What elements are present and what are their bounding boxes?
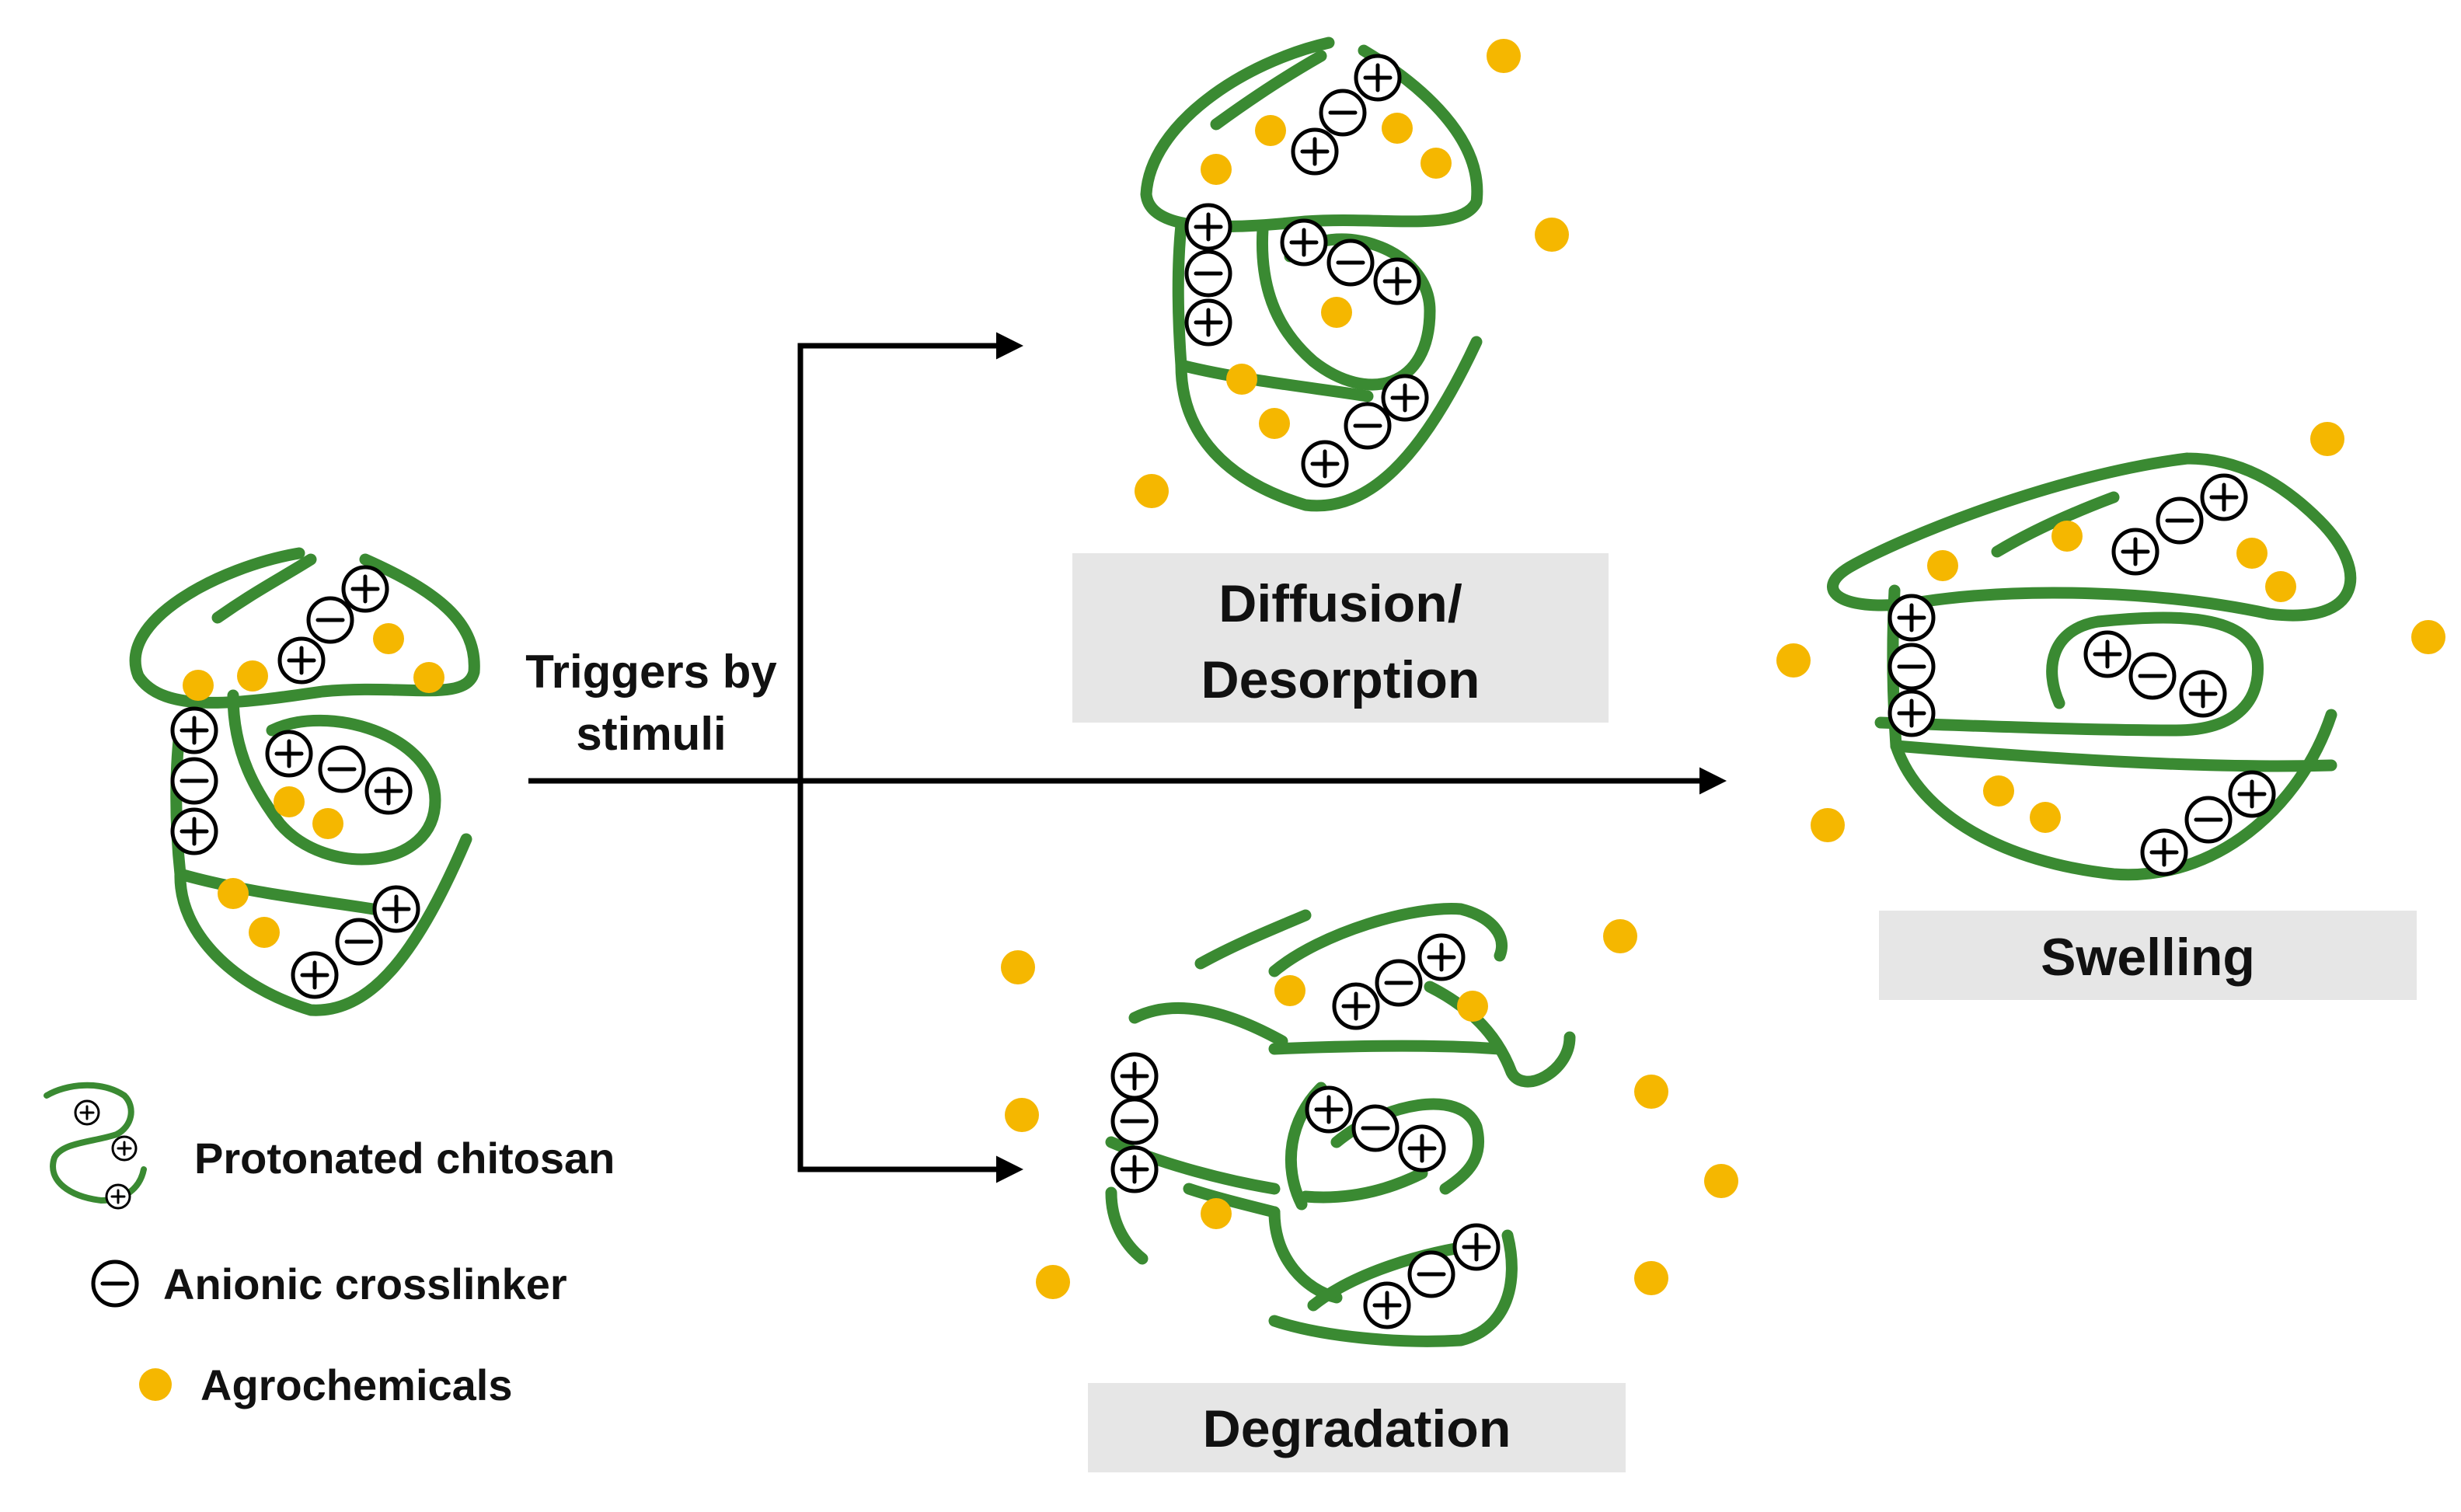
diffusion-label-box xyxy=(1072,553,1609,723)
trigger-label-line1: Triggers by xyxy=(525,646,777,698)
diffusion-label-line1: Diffusion/ xyxy=(1218,574,1462,633)
diffusion-nanoparticle xyxy=(1135,37,1569,512)
legend: Protonated chitosan Anionic crosslinker … xyxy=(44,1082,615,1409)
agrochemical-dot-icon xyxy=(139,1368,172,1401)
swelling-nanoparticle xyxy=(1776,422,2445,881)
protonated-chitosan-icon xyxy=(44,1082,147,1210)
degradation-nanoparticle xyxy=(1001,903,1738,1347)
arrow-icon xyxy=(797,332,1023,781)
anionic-crosslinker-icon xyxy=(93,1262,137,1305)
degradation-label-box xyxy=(1088,1383,1626,1472)
initial-nanoparticle xyxy=(129,547,480,1016)
legend-crosslinker-label: Anionic crosslinker xyxy=(163,1259,567,1308)
trigger-label-line2: stimuli xyxy=(576,708,726,760)
degradation-label: Degradation xyxy=(1203,1399,1511,1458)
swelling-label-box xyxy=(1879,911,2417,1000)
legend-chitosan-label: Protonated chitosan xyxy=(194,1134,615,1183)
swelling-label: Swelling xyxy=(2041,928,2255,987)
diffusion-label-line2: Desorption xyxy=(1201,650,1480,709)
legend-agrochemicals-label: Agrochemicals xyxy=(200,1360,513,1409)
arrow-icon xyxy=(797,781,1023,1183)
branch-arrows xyxy=(528,332,1727,1183)
